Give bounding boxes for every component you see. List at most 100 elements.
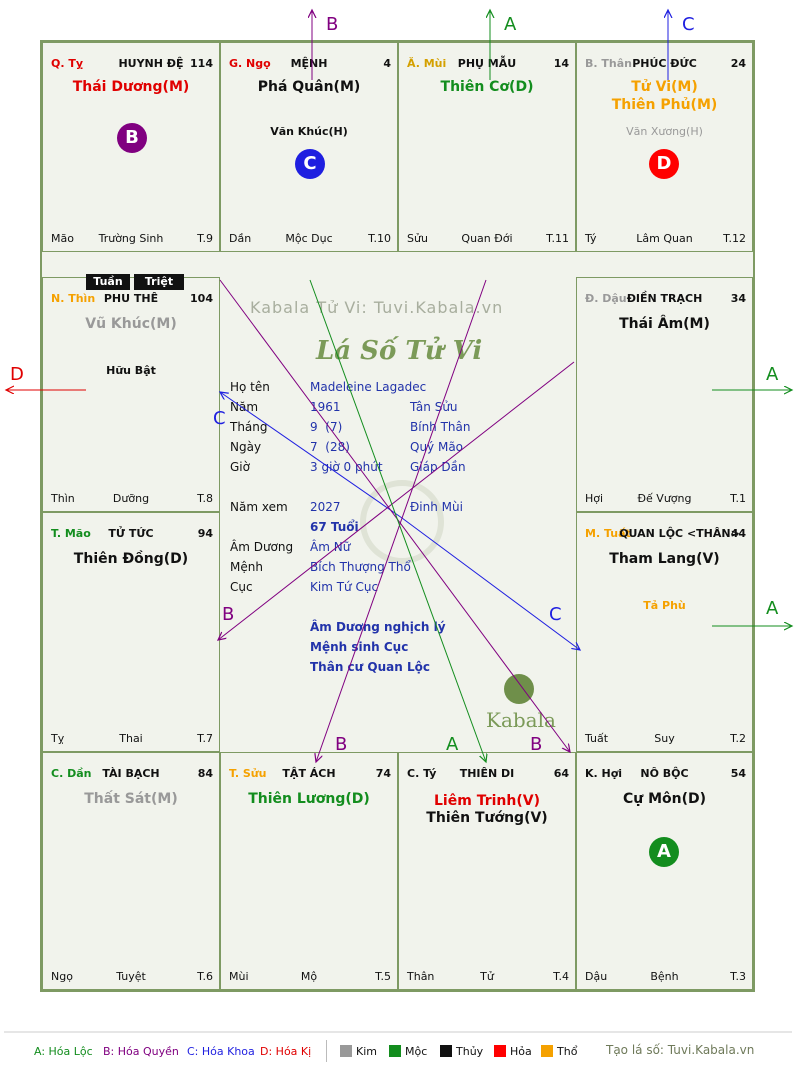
arrow-label-b: B: [326, 14, 338, 35]
palace-number: 14: [553, 57, 569, 70]
arrow-label-b: B: [222, 604, 234, 625]
foot-center: Mộ: [300, 970, 318, 983]
value-cuc: Kim Tứ Cục: [310, 580, 379, 594]
foot-right: T.11: [546, 232, 569, 245]
foot-right: T.3: [730, 970, 746, 983]
badge-c: C: [295, 149, 325, 179]
palace-branch: N. Thìn: [51, 292, 96, 305]
center-panel: Kabala Tử Vi: Tuvi.Kabala.vn Lá Số Tử Vi…: [220, 252, 576, 752]
palace-phuc-duc: B. Thân PHÚC ĐỨC 24 Tử Vi(M) Thiên Phủ(M…: [576, 42, 753, 252]
foot-center: Bệnh: [650, 970, 679, 983]
palace-branch: Q. Tỵ: [51, 57, 84, 70]
main-star: Thiên Đồng(D): [73, 551, 189, 567]
palace-tai-bach: C. Dần TÀI BẠCH 84 Thất Sát(M) Ngọ Tuyệt…: [42, 752, 220, 990]
palace-branch: C. Tý: [407, 767, 437, 780]
value-gio-can: Giáp Dần: [410, 460, 466, 474]
legend-hoa-ki: D: Hóa Kị: [260, 1045, 311, 1058]
legend-kim: Kim: [340, 1045, 377, 1058]
value-am-duong: Âm Nữ: [310, 540, 351, 554]
foot-left: Thìn: [51, 492, 75, 505]
foot-right: T.1: [730, 492, 746, 505]
foot-right: T.12: [723, 232, 746, 245]
legend-hoa-text: Hỏa: [510, 1045, 532, 1058]
main-star: Thái Dương(M): [72, 79, 190, 95]
palace-dien-trach: Đ. Dậu ĐIỀN TRẠCH 34 Thái Âm(M) Hợi Đế V…: [576, 277, 753, 512]
arrow-a-diag: [309, 279, 486, 762]
calligraphy-title: Lá Số Tử Vi: [316, 336, 483, 366]
foot-left: Thân: [407, 970, 435, 983]
legend-hoa-khoa-text: C: Hóa Khoa: [187, 1045, 255, 1058]
label-ho-ten: Họ tên: [230, 380, 270, 394]
tag-triet: Triệt: [134, 274, 184, 290]
foot-left: Dậu: [585, 970, 608, 983]
palace-name: THIÊN DI: [459, 767, 515, 780]
note-menh-cuc: Mệnh sinh Cục: [310, 640, 409, 654]
label-am-duong: Âm Dương: [230, 540, 294, 554]
palace-menh: G. Ngọ MỆNH 4 Phá Quân(M) Văn Khúc(H) C …: [220, 42, 398, 252]
arrow-label-d: D: [10, 364, 24, 385]
legend-moc-text: Mộc: [405, 1045, 428, 1058]
note-than-cu: Thân cư Quan Lộc: [310, 660, 430, 674]
palace-tat-ach: T. Sửu TẬT ÁCH 74 Thiên Lương(D) Mùi Mộ …: [220, 752, 398, 990]
watermark-text: Kabala Tử Vi: Tuvi.Kabala.vn: [250, 298, 504, 317]
label-menh: Mệnh: [230, 560, 263, 574]
palace-number: 54: [730, 767, 746, 780]
main-star: Liêm Trinh(V): [434, 793, 540, 809]
palace-name: QUAN LỘC <THÂN>: [619, 527, 740, 540]
palace-branch: G. Ngọ: [229, 57, 271, 70]
value-ngay-can: Quý Mão: [410, 440, 464, 454]
arrow-b-diag: [219, 279, 570, 752]
arrow-label-b: B: [530, 734, 542, 755]
palace-name: NÔ BỘC: [640, 767, 689, 780]
label-gio: Giờ: [230, 460, 250, 474]
foot-center: Quan Đới: [461, 232, 513, 245]
foot-right: T.4: [553, 970, 569, 983]
palace-branch: T. Sửu: [229, 767, 267, 780]
value-tuoi: 67 Tuổi: [310, 520, 359, 534]
foot-left: Hợi: [585, 492, 604, 505]
palace-thien-di: C. Tý THIÊN DI 64 Liêm Trinh(V) Thiên Tư…: [398, 752, 576, 990]
foot-center: Mộc Dục: [285, 232, 333, 245]
yin-yang-watermark-icon: [360, 480, 444, 564]
arrow-b-diag: [316, 279, 487, 762]
value-thang-can: Bính Thân: [410, 420, 471, 434]
palace-number: 44: [730, 527, 746, 540]
thuy-swatch-icon: [440, 1045, 452, 1057]
main-star: Tử Vi(M): [631, 79, 698, 95]
arrow-c-diag: [220, 392, 403, 519]
foot-center: Tuyệt: [116, 970, 146, 983]
foot-right: T.10: [368, 232, 391, 245]
badge-b: B: [117, 123, 147, 153]
main-star: Thiên Cơ(D): [440, 79, 534, 95]
note-am-duong: Âm Dương nghịch lý: [310, 620, 446, 634]
foot-left: Mùi: [229, 970, 249, 983]
legend-hoa-quyen: B: Hóa Quyền: [103, 1045, 179, 1058]
palace-phu-mau: Ă. Mùi PHỤ MẪU 14 Thiên Cơ(D) Sửu Quan Đ…: [398, 42, 576, 252]
main-star: Thiên Tướng(V): [426, 810, 548, 826]
palace-name: ĐIỀN TRẠCH: [626, 292, 703, 305]
badge-a: A: [649, 837, 679, 867]
value-thang: 9 (7): [310, 420, 343, 434]
legend-separator: [326, 1040, 327, 1062]
minor-star: Văn Xương(H): [626, 125, 703, 138]
tree-logo-icon: [504, 674, 534, 704]
foot-center: Thai: [119, 732, 143, 745]
foot-center: Trường Sinh: [98, 232, 164, 245]
credit-link[interactable]: Tạo lá số: Tuvi.Kabala.vn: [606, 1043, 755, 1057]
arrow-label-c: C: [213, 408, 226, 429]
hoa-swatch-icon: [494, 1045, 506, 1057]
value-ho-ten: Madeleine Lagadec: [310, 380, 427, 394]
value-ngay: 7 (28): [310, 440, 350, 454]
palace-name: PHÚC ĐỨC: [632, 57, 697, 70]
value-nam-can: Tân Sửu: [410, 400, 458, 414]
palace-branch: B. Thân: [585, 57, 632, 70]
main-star: Vũ Khúc(M): [85, 316, 177, 332]
legend-tho: Thổ: [541, 1045, 577, 1058]
legend-hoa-ki-text: D: Hóa Kị: [260, 1045, 312, 1058]
foot-center: Lâm Quan: [636, 232, 693, 245]
main-star: Cự Môn(D): [622, 791, 707, 807]
palace-branch: M. Tuất: [585, 527, 631, 540]
palace-branch: T. Mão: [51, 527, 91, 540]
horoscope-chart: Q. Tỵ HUYNH ĐỆ 114 Thái Dương(M) B Mão T…: [40, 40, 755, 992]
